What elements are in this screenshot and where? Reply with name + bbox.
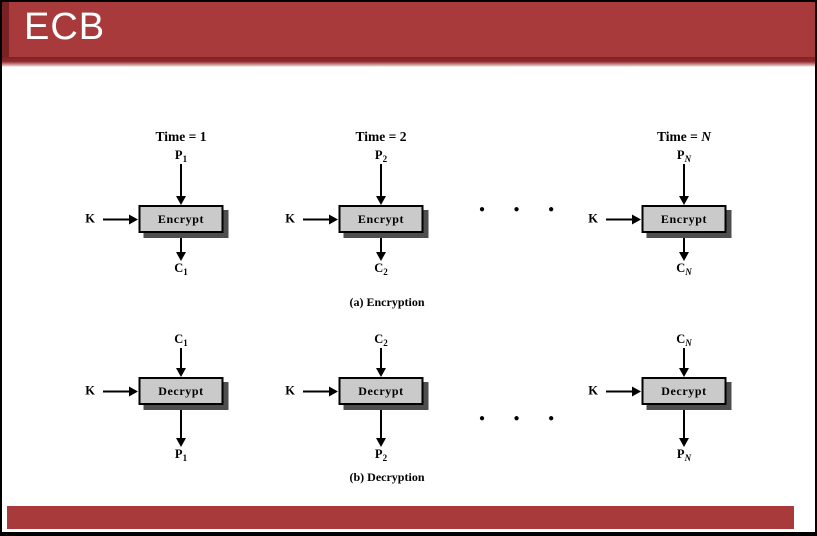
input-label: C1: [174, 332, 188, 348]
encrypt-box: Encrypt: [641, 205, 727, 233]
key-input: K: [285, 212, 338, 227]
down-arrow-icon: [376, 405, 386, 447]
key-label: K: [85, 383, 95, 398]
key-arrow-line: [303, 218, 329, 220]
ellipsis-dots: ● ● ●: [479, 204, 568, 215]
down-arrow-icon: [679, 405, 689, 447]
output-label: PN: [676, 447, 692, 463]
slide-title: ECB: [24, 6, 106, 48]
down-arrow-icon: [176, 164, 186, 205]
caption-encryption: (a) Encryption: [349, 295, 425, 309]
input-label: P2: [374, 148, 388, 164]
key-arrow-line: [606, 390, 632, 392]
key-label: K: [588, 211, 598, 226]
down-arrow-icon: [376, 164, 386, 205]
down-arrow-icon: [376, 348, 386, 377]
key-arrow-line: [606, 218, 632, 220]
key-label: K: [85, 211, 95, 226]
down-arrow-icon: [679, 164, 689, 205]
down-arrow-icon: [376, 233, 386, 261]
output-label: P2: [374, 447, 388, 463]
down-arrow-icon: [679, 348, 689, 377]
down-arrow-icon: [679, 233, 689, 261]
ellipsis-dots: ● ● ●: [479, 413, 568, 424]
footer-bar: [7, 506, 794, 529]
input-label: C2: [374, 332, 388, 348]
box-row: K Decrypt: [285, 377, 476, 405]
box-row: K Decrypt: [85, 377, 276, 405]
encrypt-box: Encrypt: [138, 205, 224, 233]
decrypt-box: Decrypt: [641, 377, 727, 405]
key-label: K: [588, 383, 598, 398]
box-row: K Encrypt: [588, 205, 779, 233]
key-label: K: [285, 383, 295, 398]
time-label: Time = N: [657, 129, 711, 144]
key-label: K: [285, 211, 295, 226]
header-accent-strip: [2, 2, 9, 57]
key-arrow-head-icon: [329, 386, 338, 396]
key-arrow-head-icon: [129, 214, 138, 224]
box-row: K Encrypt: [285, 205, 476, 233]
key-arrow-head-icon: [632, 386, 641, 396]
output-label: C1: [174, 261, 188, 277]
encrypt-block-1: Time = 1 P1 K Encrypt C1: [85, 128, 276, 277]
output-label: P1: [174, 447, 188, 463]
encrypt-block-2: Time = 2 P2 K Encrypt C2: [285, 128, 476, 277]
time-label: Time = 2: [355, 129, 407, 144]
decrypt-box: Decrypt: [338, 377, 424, 405]
key-input: K: [85, 384, 138, 399]
key-input: K: [285, 384, 338, 399]
key-arrow-line: [303, 390, 329, 392]
output-label: CN: [676, 261, 692, 277]
encrypt-block-n: Time = N PN K Encrypt CN: [588, 128, 779, 277]
input-label: P1: [174, 148, 188, 164]
key-arrow-head-icon: [329, 214, 338, 224]
key-arrow-head-icon: [632, 214, 641, 224]
decrypt-box: Decrypt: [138, 377, 224, 405]
header-divider: [2, 57, 815, 67]
key-input: K: [85, 212, 138, 227]
header-bar: [2, 2, 815, 57]
caption-decryption: (b) Decryption: [349, 470, 425, 484]
box-row: K Encrypt: [85, 205, 276, 233]
box-row: K Decrypt: [588, 377, 779, 405]
decrypt-block-2: C2 K Decrypt P2: [285, 332, 476, 463]
key-arrow-head-icon: [129, 386, 138, 396]
decrypt-block-1: C1 K Decrypt P1: [85, 332, 276, 463]
down-arrow-icon: [176, 405, 186, 447]
key-input: K: [588, 212, 641, 227]
time-label: Time = 1: [155, 129, 207, 144]
encrypt-box: Encrypt: [338, 205, 424, 233]
output-label: C2: [374, 261, 388, 277]
key-input: K: [588, 384, 641, 399]
input-label: PN: [676, 148, 692, 164]
down-arrow-icon: [176, 348, 186, 377]
down-arrow-icon: [176, 233, 186, 261]
input-label: CN: [676, 332, 692, 348]
decrypt-block-n: CN K Decrypt PN: [588, 332, 779, 463]
key-arrow-line: [103, 218, 129, 220]
key-arrow-line: [103, 390, 129, 392]
